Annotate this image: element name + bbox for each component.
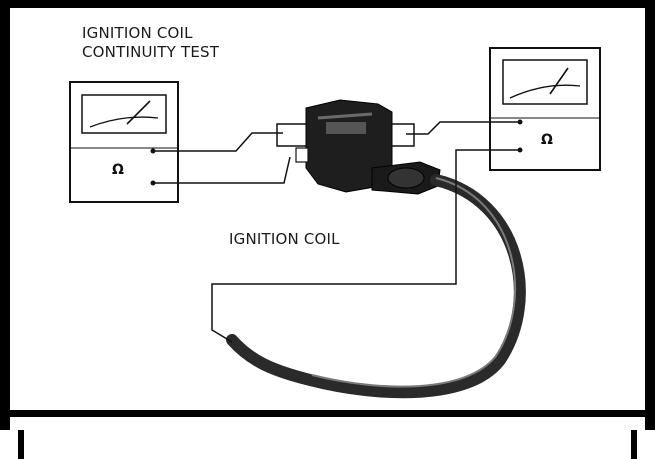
bottom-border <box>0 410 655 417</box>
diagram-title-line-2: CONTINUITY TEST <box>82 43 220 61</box>
left-ohmmeter: Ω <box>69 81 179 203</box>
left-meter-ohm-symbol: Ω <box>112 162 124 178</box>
left-meter-lead-positive <box>153 132 283 152</box>
right-meter-scale <box>509 84 581 99</box>
right-meter-needle <box>549 67 569 95</box>
ignition-coil <box>276 99 441 195</box>
diagram-title: IGNITION COIL CONTINUITY TEST <box>82 24 219 62</box>
coil-highlight <box>317 112 373 120</box>
right-border <box>645 0 655 430</box>
coil-marking <box>326 122 366 134</box>
left-meter-scale <box>89 116 159 128</box>
right-meter-ohm-symbol: Ω <box>541 132 553 148</box>
coil-hv-boot-ring <box>387 167 425 189</box>
left-meter-needle <box>126 100 151 125</box>
right-meter-display <box>502 59 588 105</box>
bottom-right-tick <box>631 430 637 459</box>
coil-primary-lug <box>295 147 309 163</box>
right-ohmmeter: Ω <box>489 47 601 171</box>
bottom-left-tick <box>18 430 24 459</box>
left-meter-display <box>81 94 167 134</box>
right-meter-lead-negative <box>211 149 520 343</box>
high-tension-lead <box>226 174 526 399</box>
right-meter-lead-positive <box>406 121 520 135</box>
diagram-title-line-1: IGNITION COIL <box>82 24 193 42</box>
high-tension-lead-highlight <box>311 177 517 388</box>
left-border <box>0 0 10 430</box>
top-border <box>0 0 655 8</box>
ignition-coil-label: IGNITION COIL <box>229 230 340 248</box>
left-meter-lead-negative <box>153 156 291 184</box>
